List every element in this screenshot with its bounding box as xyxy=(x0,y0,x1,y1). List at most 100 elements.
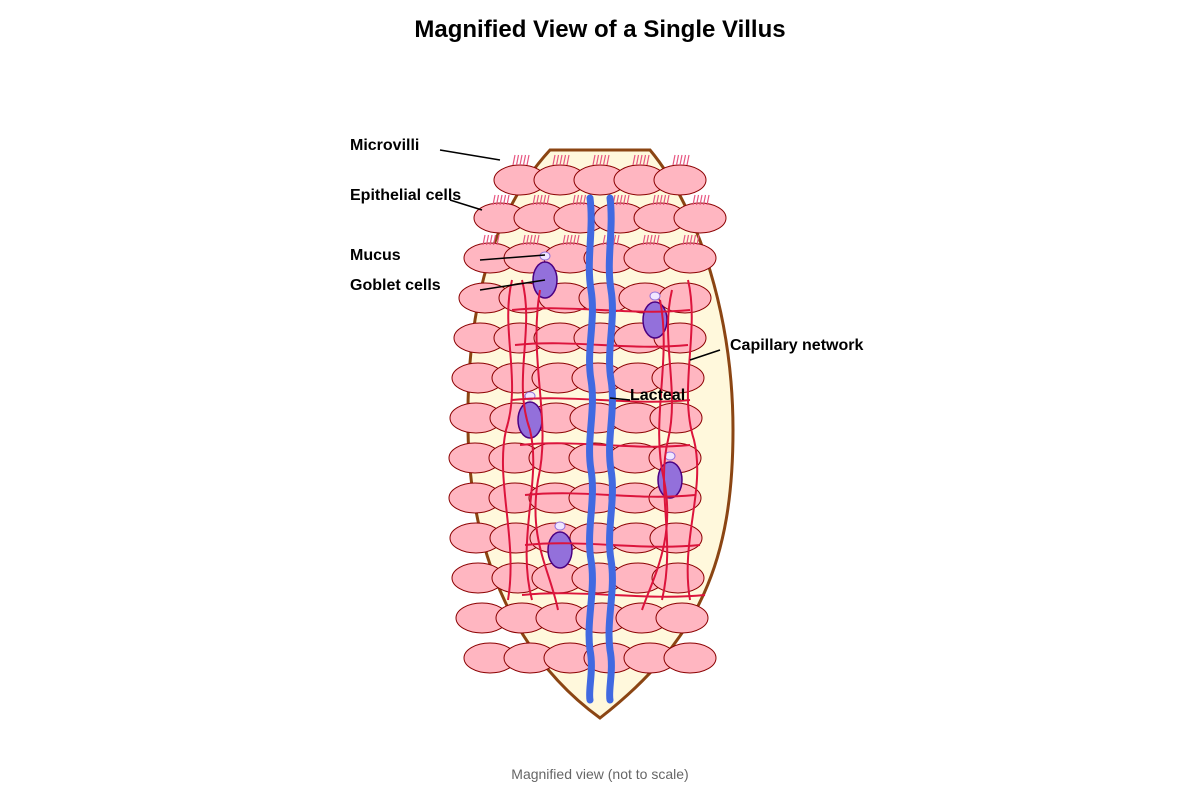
epithelial-cell xyxy=(651,562,705,594)
lacteal-leader xyxy=(609,397,631,401)
microvillus xyxy=(489,234,493,246)
epithelial-cell xyxy=(658,282,712,314)
microvillus xyxy=(539,194,543,206)
lacteal xyxy=(585,194,616,704)
microvillus xyxy=(575,194,580,206)
microvillus xyxy=(492,234,497,246)
microvillus xyxy=(529,234,533,246)
capillary xyxy=(686,279,699,601)
microvillus xyxy=(499,194,503,206)
epithelial-cell xyxy=(653,164,707,196)
microvillus xyxy=(692,234,697,246)
microvillus xyxy=(706,194,710,206)
microvillus xyxy=(599,154,603,166)
capillary xyxy=(511,307,691,313)
capillary-leader xyxy=(689,349,721,361)
microvillus xyxy=(662,194,667,206)
microvillus xyxy=(616,234,620,246)
leader-lines xyxy=(439,149,721,401)
epithelial-cell xyxy=(651,362,705,394)
microvillus xyxy=(659,194,663,206)
microvillus xyxy=(672,154,676,166)
microvillus xyxy=(502,194,507,206)
capillary xyxy=(534,289,559,611)
microvillus xyxy=(579,194,583,206)
epithelial-cell xyxy=(663,642,717,674)
microvillus xyxy=(632,154,636,166)
microvillus xyxy=(655,194,660,206)
capillary xyxy=(501,279,514,601)
microvillus xyxy=(606,154,610,166)
microvillus xyxy=(649,234,653,246)
epithelial-cell xyxy=(673,202,727,234)
microvillus xyxy=(702,194,707,206)
microvillus xyxy=(562,154,567,166)
label-capillary-network: Capillary network xyxy=(730,337,863,354)
microvillus xyxy=(569,234,573,246)
capillary xyxy=(519,442,691,448)
microvillus xyxy=(522,154,527,166)
footer-note: Magnified view (not to scale) xyxy=(511,766,689,782)
microvillus xyxy=(642,154,647,166)
microvillus xyxy=(692,194,696,206)
microvillus xyxy=(652,234,657,246)
microvillus xyxy=(602,234,606,246)
microvillus xyxy=(619,194,623,206)
microvillus xyxy=(506,194,510,206)
microvillus xyxy=(526,154,530,166)
microvillus xyxy=(512,154,516,166)
microvillus xyxy=(565,234,570,246)
microvillus xyxy=(682,154,687,166)
capillary xyxy=(511,397,691,403)
microvillus xyxy=(562,234,566,246)
microvillus xyxy=(532,194,536,206)
microvillus xyxy=(622,194,627,206)
microvillus xyxy=(582,194,587,206)
goblet-cell xyxy=(547,521,573,569)
microvillus xyxy=(696,234,700,246)
microvillus xyxy=(576,234,580,246)
microvillus xyxy=(595,154,600,166)
microvillus xyxy=(535,194,540,206)
microvillus xyxy=(536,234,540,246)
capillary xyxy=(521,279,535,601)
capillary xyxy=(641,299,669,611)
microvillus xyxy=(695,194,700,206)
microvillus xyxy=(699,194,703,206)
epithelial-cell xyxy=(649,402,703,434)
microvillus xyxy=(686,154,690,166)
microvillus xyxy=(546,194,550,206)
microvillus xyxy=(519,154,523,166)
microvillus xyxy=(612,234,617,246)
microvillus xyxy=(555,154,560,166)
microvillus xyxy=(642,234,646,246)
microvillus xyxy=(495,194,500,206)
epithelial-cell xyxy=(663,242,717,274)
microvillus xyxy=(626,194,630,206)
label-mucus: Mucus xyxy=(350,247,401,264)
microvillus xyxy=(525,234,530,246)
microvillus xyxy=(485,234,490,246)
microvillus xyxy=(602,154,607,166)
microvilli xyxy=(482,154,710,246)
microvillus xyxy=(572,194,576,206)
label-microvilli: Microvilli xyxy=(350,137,419,154)
mucus-droplet xyxy=(649,291,661,301)
epithelial-leader xyxy=(449,199,483,211)
microvillus xyxy=(559,154,563,166)
microvillus xyxy=(566,154,570,166)
capillary xyxy=(514,342,689,348)
goblet-leader xyxy=(479,279,546,291)
epithelial-cell xyxy=(655,602,709,634)
epithelial-cell xyxy=(649,522,703,554)
capillary-network xyxy=(501,279,706,611)
microvillus xyxy=(666,194,670,206)
microvillus xyxy=(522,234,526,246)
label-goblet-cells: Goblet cells xyxy=(350,277,441,294)
microvillus xyxy=(635,154,640,166)
microvillus xyxy=(639,154,643,166)
microvillus xyxy=(552,154,556,166)
mucus-droplet xyxy=(554,521,566,531)
microvillus xyxy=(532,234,537,246)
